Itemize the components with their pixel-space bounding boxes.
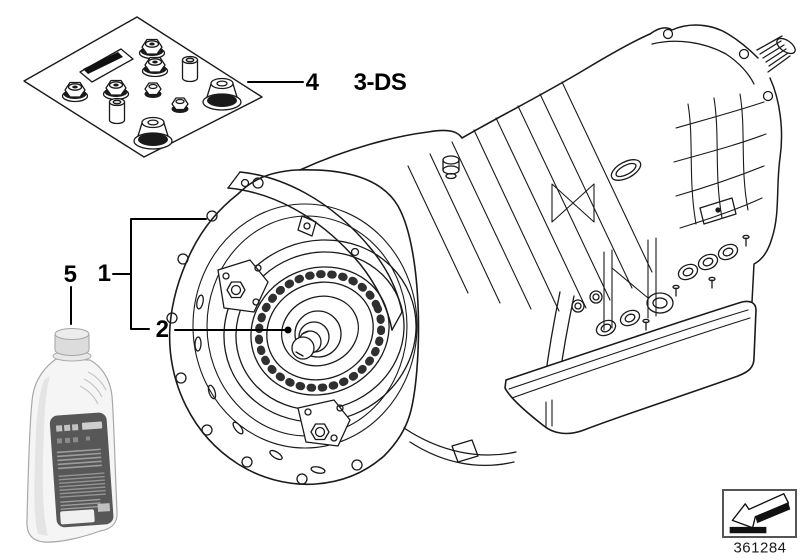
callout-4-label[interactable]: 4 xyxy=(305,69,319,96)
diagram-number: 361284 xyxy=(733,539,787,557)
variant-code-label: 3-DS xyxy=(353,69,407,96)
callout-lines xyxy=(70,81,304,334)
oil-bottle-drawing xyxy=(26,328,118,543)
fastener-kit-drawing xyxy=(23,16,263,158)
direction-arrow-box xyxy=(722,489,797,538)
callout-5-label[interactable]: 5 xyxy=(63,261,77,288)
callout-1-label[interactable]: 1 xyxy=(97,260,111,287)
callout-2-label[interactable]: 2 xyxy=(155,316,169,343)
bottle-label xyxy=(49,412,114,528)
diagram-direction-arrow-icon xyxy=(729,493,791,534)
transmission-drawing xyxy=(166,24,796,486)
torque-converter-drawing xyxy=(223,239,417,423)
